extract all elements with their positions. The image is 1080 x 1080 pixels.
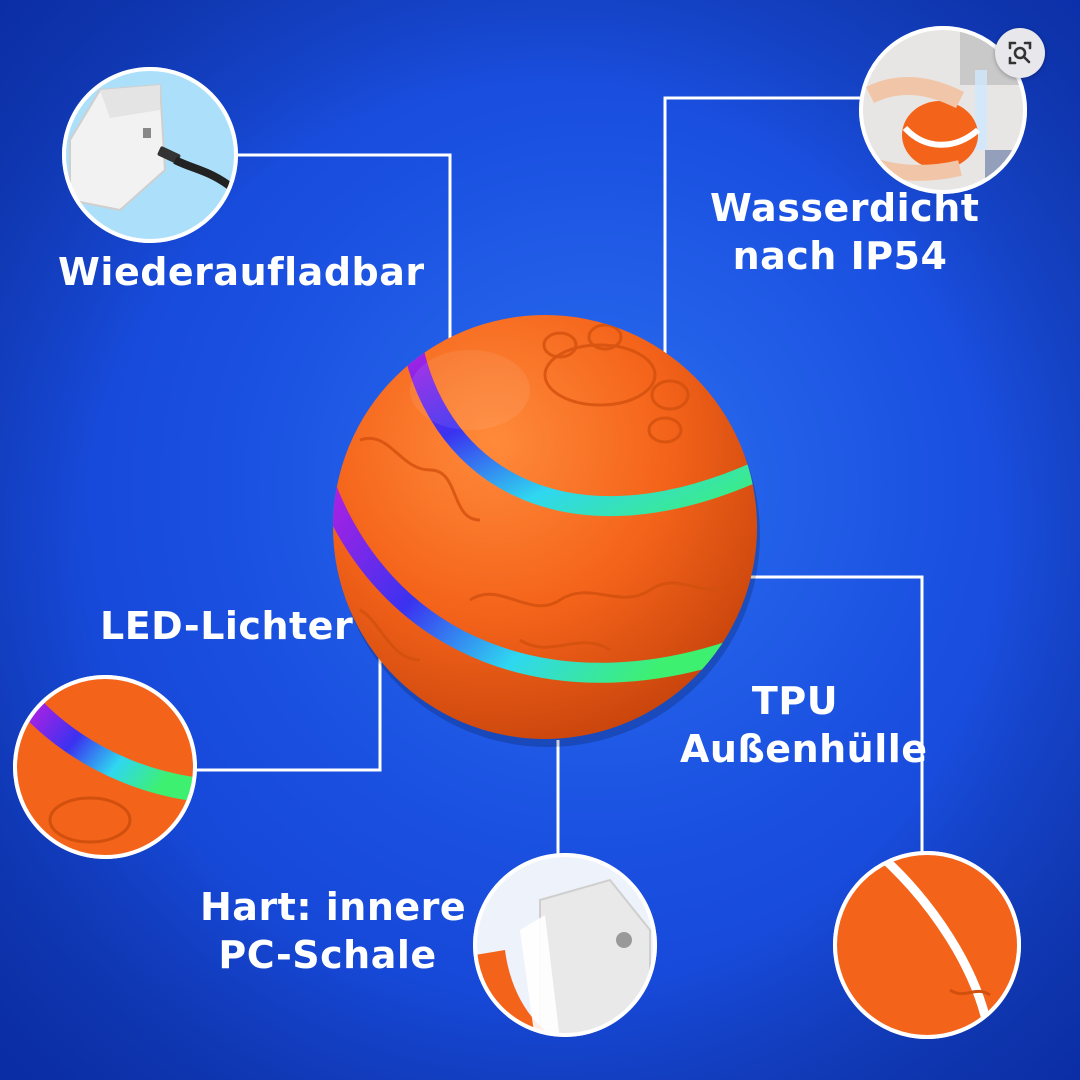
tpu-shell-photo bbox=[833, 851, 1021, 1039]
connector-waterproof bbox=[663, 96, 860, 360]
visual-search-button[interactable] bbox=[995, 28, 1045, 78]
connector-tpu bbox=[745, 575, 924, 855]
led-closeup-photo bbox=[13, 675, 197, 859]
feature-label-tpu: TPU Außenhülle bbox=[680, 677, 928, 773]
waterproof-line1: Wasserdicht bbox=[710, 186, 980, 230]
connector-led bbox=[195, 640, 382, 772]
rechargeable-line1: Wiederaufladbar bbox=[58, 250, 425, 294]
charger-photo bbox=[62, 67, 238, 243]
feature-label-led: LED-Lichter bbox=[100, 602, 353, 650]
inner-shell-photo bbox=[473, 853, 657, 1037]
connector-lines bbox=[195, 96, 924, 858]
feature-label-rechargeable: Wiederaufladbar bbox=[58, 248, 425, 296]
hard-line1: Hart: innere bbox=[200, 885, 467, 929]
tpu-line2: Außenhülle bbox=[680, 727, 928, 771]
connector-rechargeable bbox=[236, 153, 452, 345]
feature-label-hard: Hart: innere PC-Schale bbox=[200, 883, 467, 979]
led-line1: LED-Lichter bbox=[100, 604, 354, 648]
feature-label-waterproof: Wasserdicht nach IP54 bbox=[710, 184, 980, 280]
visual-search-icon bbox=[1008, 41, 1032, 65]
main-ball-image bbox=[333, 315, 760, 747]
waterproof-line2: nach IP54 bbox=[732, 234, 948, 278]
tpu-line1: TPU bbox=[751, 679, 839, 723]
hard-line2: PC-Schale bbox=[218, 933, 437, 977]
